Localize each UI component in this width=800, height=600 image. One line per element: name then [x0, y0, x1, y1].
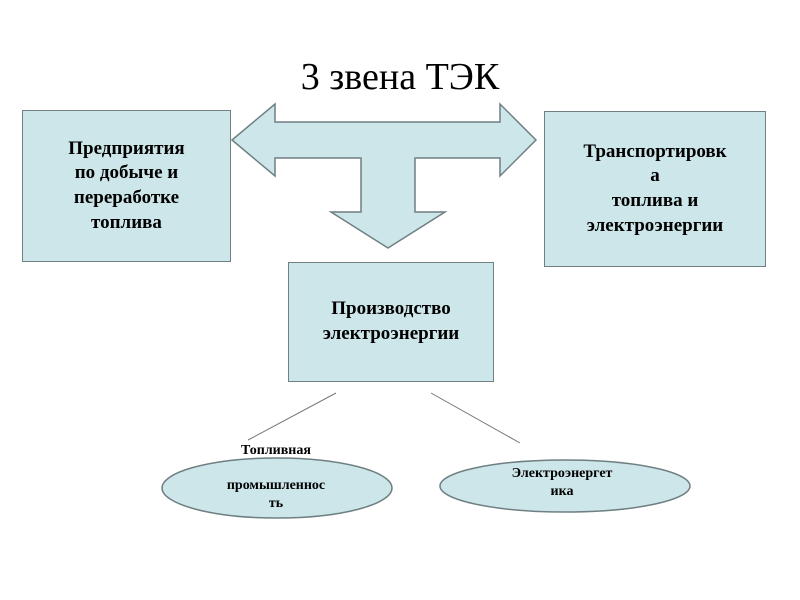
box-transportation: Транспортировк а топлива и электроэнерги…	[544, 111, 766, 267]
connector-line-right	[430, 392, 521, 444]
ellipse-electric-power	[439, 459, 691, 513]
ellipse-label-fuel-industry: Топливная промышленнос ть	[226, 443, 326, 511]
box-fuel-enterprises: Предприятия по добыче и переработке топл…	[22, 110, 231, 262]
box-electricity-production: Производство электроэнергии	[288, 262, 494, 382]
t-arrow	[230, 102, 538, 249]
diagram-title: 3 звена ТЭК	[300, 56, 500, 98]
connector-line-left	[247, 392, 337, 441]
ellipse-fuel-industry	[161, 457, 393, 519]
ellipse-label-electric-power: Электроэнергет ика	[511, 466, 613, 499]
